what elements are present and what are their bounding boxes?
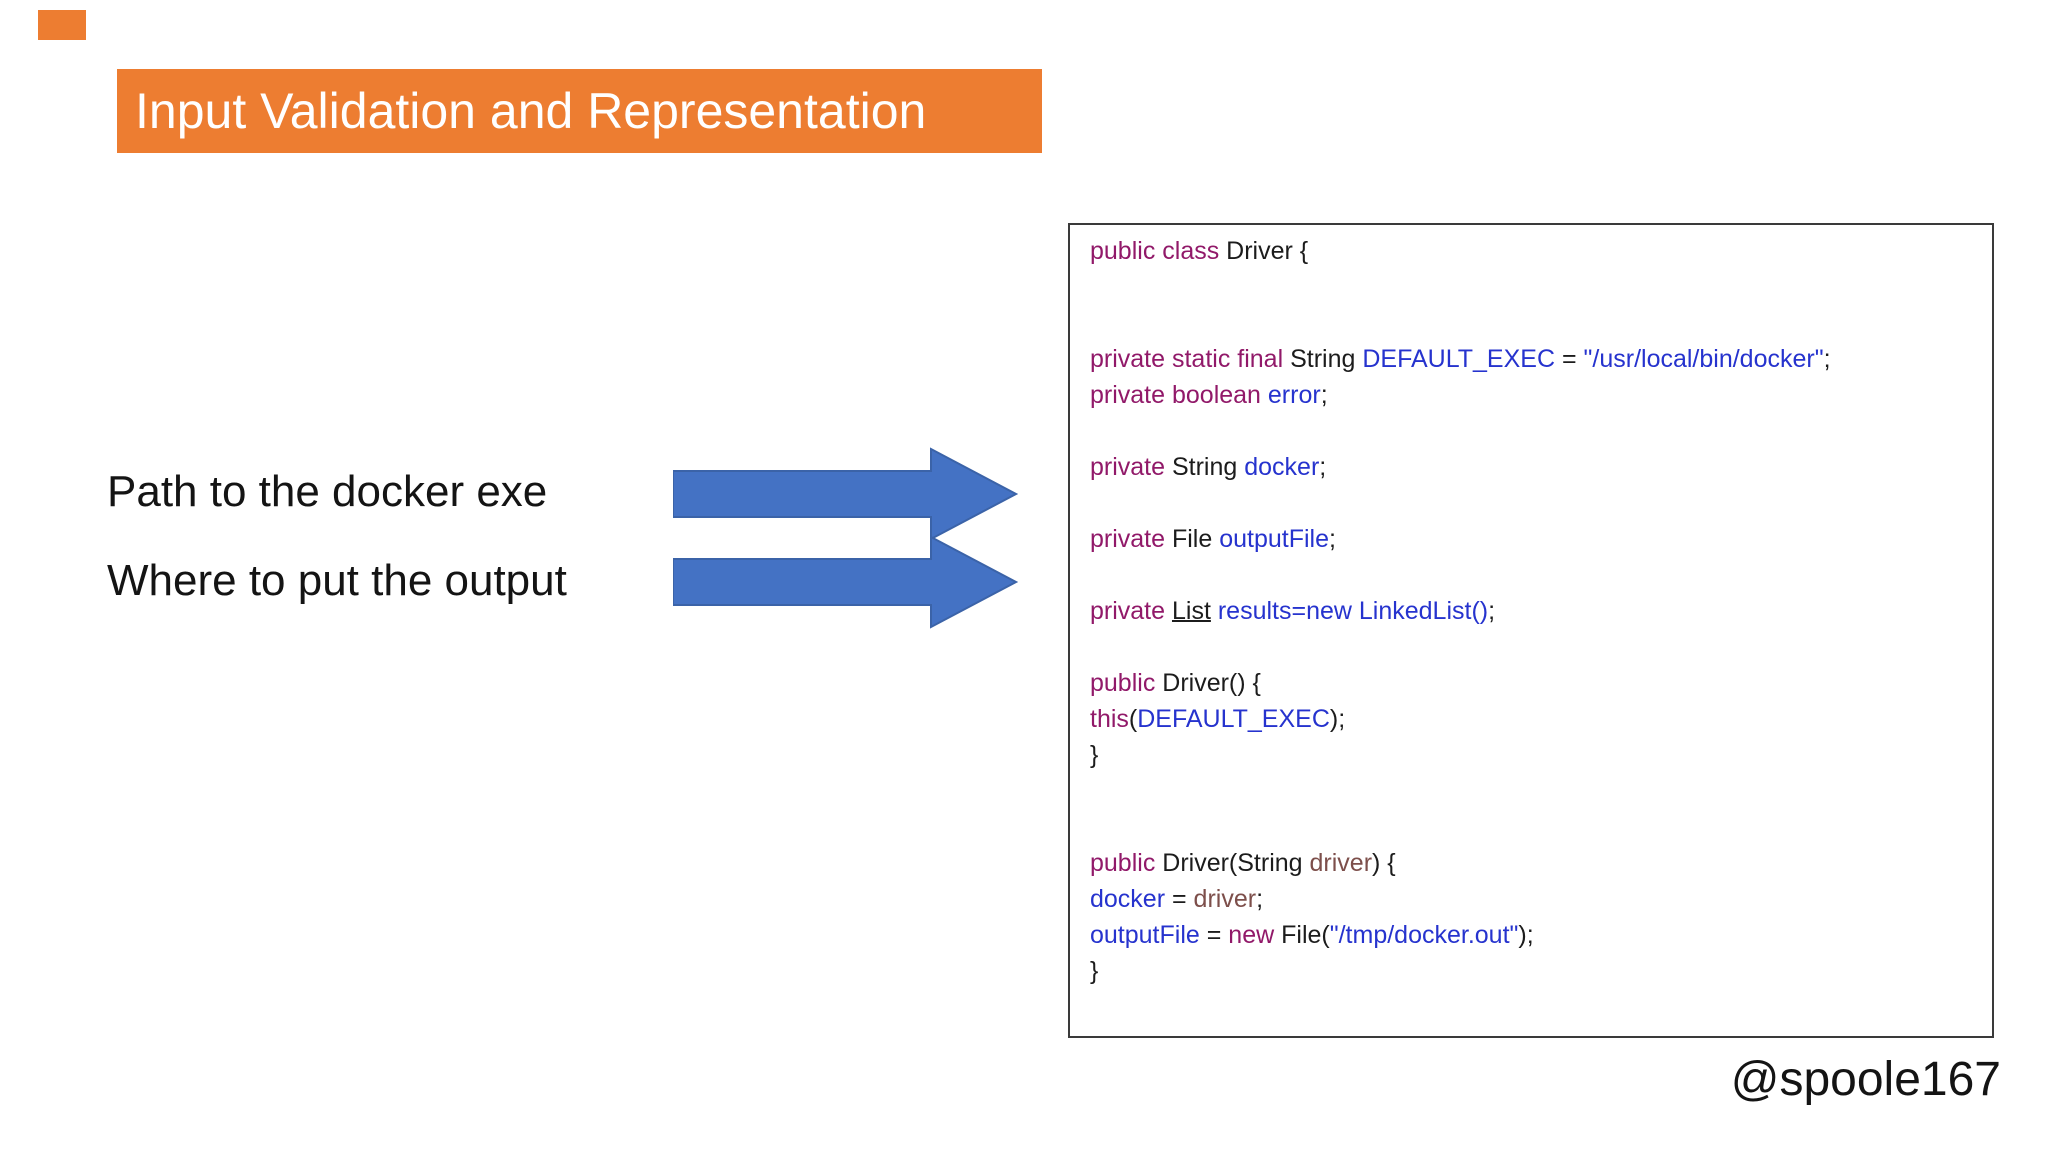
- code-token: ) {: [1372, 849, 1396, 877]
- code-token: public: [1090, 849, 1163, 877]
- accent-rectangle: [38, 10, 86, 40]
- code-token: private: [1090, 525, 1172, 553]
- code-panel: public class Driver { private static fin…: [1068, 223, 1994, 1038]
- right-arrow-icon: [673, 535, 1018, 629]
- arrows-graphic: [673, 447, 1018, 629]
- code-line: public Driver() {: [1090, 665, 1992, 701]
- code-line: private List results=new LinkedList();: [1090, 593, 1992, 629]
- code-line: [1090, 557, 1992, 593]
- code-token: public: [1090, 669, 1163, 697]
- code-block: public class Driver { private static fin…: [1090, 233, 1992, 989]
- right-arrow-icon: [673, 447, 1018, 541]
- code-token: DEFAULT_EXEC: [1362, 345, 1556, 373]
- code-token: );: [1518, 921, 1534, 949]
- code-line: this(DEFAULT_EXEC);: [1090, 701, 1992, 737]
- code-line: [1090, 629, 1992, 665]
- code-line: [1090, 413, 1992, 449]
- code-token: outputFile: [1090, 921, 1200, 949]
- code-token: outputFile: [1219, 525, 1330, 553]
- code-line: [1090, 269, 1992, 305]
- code-token: ;: [1823, 345, 1831, 373]
- code-line: private static final String DEFAULT_EXEC…: [1090, 341, 1992, 377]
- code-token: ;: [1329, 525, 1336, 553]
- code-token: "/tmp/docker.out": [1329, 921, 1519, 949]
- code-token: ;: [1488, 597, 1496, 625]
- code-token: "/usr/local/bin/docker": [1583, 345, 1824, 373]
- code-token: =: [1199, 921, 1229, 949]
- code-token: private: [1090, 453, 1172, 481]
- code-token: DEFAULT_EXEC: [1137, 705, 1330, 733]
- annotation-label-output-location: Where to put the output: [107, 556, 567, 605]
- code-line: [1090, 485, 1992, 521]
- code-line: [1090, 773, 1992, 809]
- code-line: [1090, 305, 1992, 341]
- code-token: String: [1171, 453, 1245, 481]
- code-token: File: [1171, 525, 1220, 553]
- code-token: private static final: [1090, 345, 1291, 373]
- code-token: driver: [1309, 849, 1373, 877]
- code-token: List: [1171, 597, 1211, 625]
- code-token: =: [1555, 345, 1584, 373]
- code-line: private File outputFile;: [1090, 521, 1992, 557]
- code-token: driver: [1193, 885, 1257, 913]
- page-title: Input Validation and Representation: [135, 83, 927, 139]
- code-token: [1211, 597, 1218, 625]
- code-line: public class Driver {: [1090, 233, 1992, 269]
- code-line: }: [1090, 737, 1992, 773]
- code-token: docker: [1090, 885, 1166, 913]
- code-line: public Driver(String driver) {: [1090, 845, 1992, 881]
- code-token: }: [1090, 741, 1099, 769]
- code-token: (: [1128, 705, 1138, 733]
- code-token: );: [1329, 705, 1346, 733]
- code-line: outputFile = new File("/tmp/docker.out")…: [1090, 917, 1992, 953]
- code-token: Driver {: [1226, 237, 1309, 265]
- code-token: ;: [1320, 381, 1328, 409]
- code-token: results=new LinkedList(): [1217, 597, 1489, 625]
- annotation-label-docker-path: Path to the docker exe: [107, 467, 548, 516]
- code-token: ;: [1319, 453, 1327, 481]
- twitter-handle: @spoole167: [1730, 1053, 2001, 1106]
- code-token: private: [1090, 597, 1172, 625]
- code-token: ;: [1256, 885, 1264, 913]
- code-token: }: [1090, 957, 1099, 985]
- code-line: private boolean error;: [1090, 377, 1992, 413]
- code-token: docker: [1244, 453, 1320, 481]
- code-line: private String docker;: [1090, 449, 1992, 485]
- code-token: public class: [1090, 237, 1227, 265]
- code-token: private boolean: [1090, 381, 1268, 409]
- code-token: Driver(String: [1162, 849, 1310, 877]
- code-token: String: [1290, 345, 1363, 373]
- code-token: error: [1267, 381, 1321, 409]
- code-token: Driver() {: [1162, 669, 1261, 697]
- code-line: docker = driver;: [1090, 881, 1992, 917]
- title-banner: Input Validation and Representation: [117, 69, 1042, 153]
- code-token: this: [1090, 705, 1129, 733]
- code-token: =: [1165, 885, 1194, 913]
- code-line: }: [1090, 953, 1992, 989]
- code-token: new: [1228, 921, 1275, 949]
- code-line: [1090, 809, 1992, 845]
- code-token: File(: [1274, 921, 1330, 949]
